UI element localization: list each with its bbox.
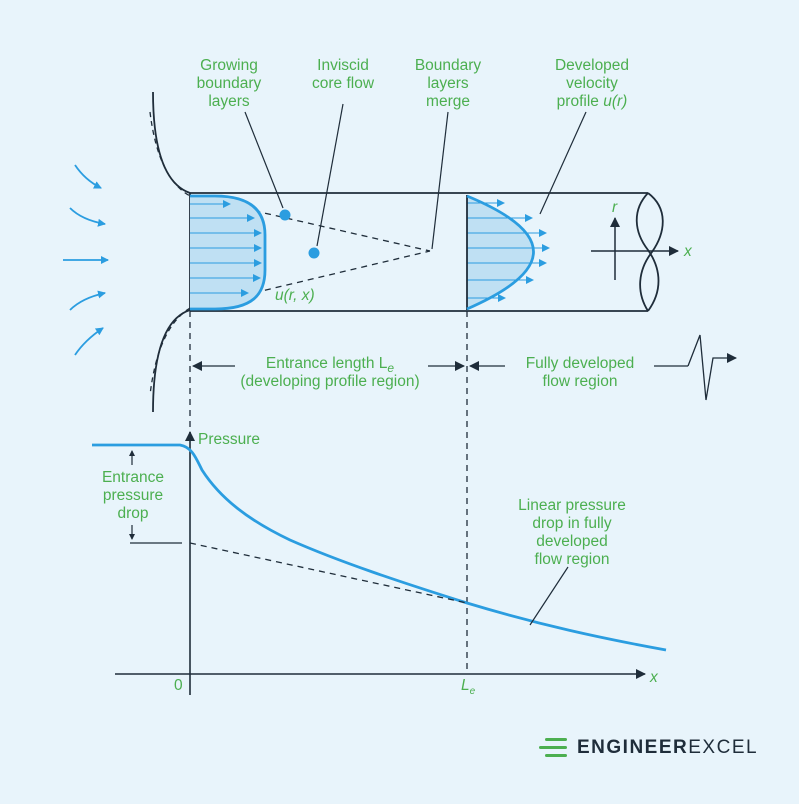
growing-line-1: Growing xyxy=(200,57,258,74)
merge-line-1: Boundary xyxy=(415,57,482,74)
entrance-velocity-profile xyxy=(190,194,267,311)
growing-line-2: boundary xyxy=(197,75,262,92)
brand-logo: ENGINEEREXCEL xyxy=(537,737,758,759)
inviscid-line-1: Inviscid xyxy=(317,57,369,74)
leader-lines xyxy=(244,103,587,250)
entrance-length-dimension: Entrance length Le (developing profile r… xyxy=(192,334,737,401)
linear-drop-line-3: developed xyxy=(536,533,608,550)
fully-developed-line-2: flow region xyxy=(543,373,618,390)
pressure-axis-label: Pressure xyxy=(198,431,260,448)
linear-drop-line-1: Linear pressure xyxy=(518,497,626,514)
entrance-length-label: Entrance length Le xyxy=(266,355,395,375)
u-rx-label: u(r, x) xyxy=(275,287,315,304)
entrance-length-sub: e xyxy=(387,361,394,375)
developed-line-3: profile u(r) xyxy=(557,93,628,110)
developed-velocity-profile xyxy=(466,194,550,311)
label-developed-profile: Developed velocity profile u(r) xyxy=(555,57,629,110)
pressure-plot: Pressure 0 Le x Entrance pressure drop L… xyxy=(92,431,667,697)
growing-line-3: layers xyxy=(208,93,250,110)
label-growing-boundary-layers: Growing boundary layers xyxy=(197,57,262,110)
axis-x-label: x xyxy=(683,243,693,260)
label-inviscid-core: Inviscid core flow xyxy=(312,57,375,92)
axis-r-label: r xyxy=(612,199,618,216)
boundary-layer-point xyxy=(279,209,291,221)
entrance-drop-line-3: drop xyxy=(117,505,148,522)
brand-lines-icon xyxy=(539,738,567,757)
brand-light: EXCEL xyxy=(688,737,759,758)
inlet-flow-arrows xyxy=(63,164,109,356)
entrance-drop-line-2: pressure xyxy=(103,487,163,504)
fully-developed-line-1: Fully developed xyxy=(526,355,635,372)
le-sub: e xyxy=(470,686,476,697)
local-axes: r x xyxy=(591,199,693,280)
pressure-curve xyxy=(92,443,667,652)
guide-lines xyxy=(189,311,468,672)
linear-extrapolation xyxy=(189,542,468,604)
x-axis-label: x xyxy=(649,669,659,686)
brand-bold: ENGINEER xyxy=(577,737,689,758)
origin-label: 0 xyxy=(174,677,183,694)
label-boundary-layers-merge: Boundary layers merge xyxy=(415,57,482,110)
le-label: Le xyxy=(461,677,476,697)
developing-region-label: (developing profile region) xyxy=(240,373,419,390)
entrance-drop-line-1: Entrance xyxy=(102,469,164,486)
le-text: L xyxy=(461,677,470,694)
inviscid-line-2: core flow xyxy=(312,75,375,92)
pipe-inlet-bell xyxy=(149,91,191,413)
entrance-length-text: Entrance length L xyxy=(266,355,388,372)
developed-fn: u(r) xyxy=(603,93,627,110)
linear-drop-line-4: flow region xyxy=(535,551,610,568)
core-flow-point xyxy=(308,247,320,259)
developed-word: profile xyxy=(557,93,599,110)
merge-line-3: merge xyxy=(426,93,470,110)
linear-drop-leader xyxy=(529,566,569,626)
developed-line-2: velocity xyxy=(566,75,618,92)
merge-line-2: layers xyxy=(427,75,469,92)
developed-line-1: Developed xyxy=(555,57,629,74)
boundary-layer-lines xyxy=(189,195,431,309)
linear-drop-line-2: drop in fully xyxy=(532,515,612,532)
brand-wordmark: ENGINEEREXCEL xyxy=(577,737,758,759)
